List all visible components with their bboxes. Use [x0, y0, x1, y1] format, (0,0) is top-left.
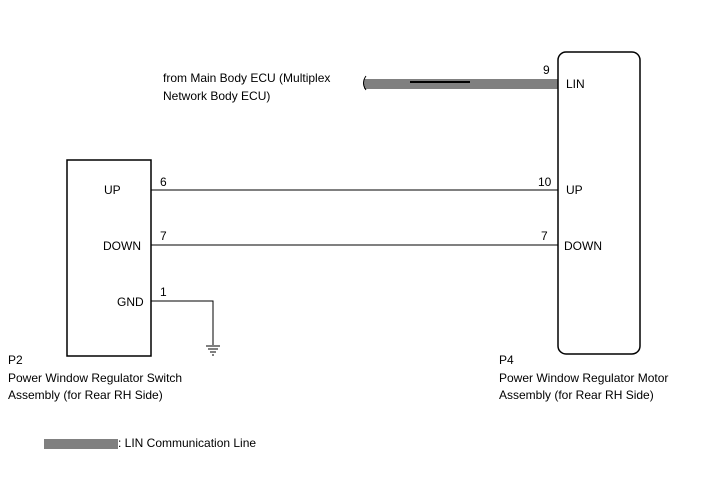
switch-assembly-name-line2: Assembly (for Rear RH Side)	[8, 388, 163, 402]
switch-assembly-name-line1: Power Window Regulator Switch	[8, 371, 182, 385]
switch-pin-gnd: 1	[160, 285, 167, 299]
motor-assembly-box	[557, 51, 641, 355]
motor-terminal-lin: LIN	[566, 77, 585, 91]
motor-pin-lin: 9	[543, 63, 550, 77]
lin-line-break-mark	[363, 75, 367, 91]
gnd-wire	[151, 300, 214, 345]
motor-assembly-name-line2: Assembly (for Rear RH Side)	[499, 388, 654, 402]
switch-assembly-code: P2	[8, 353, 23, 367]
switch-terminal-down: DOWN	[103, 239, 141, 253]
switch-terminal-up: UP	[104, 183, 121, 197]
switch-terminal-gnd: GND	[117, 295, 144, 309]
motor-assembly-name-line1: Power Window Regulator Motor	[499, 371, 668, 385]
lin-line	[363, 75, 558, 91]
source-label-line1: from Main Body ECU (Multiplex	[163, 71, 330, 85]
motor-terminal-up: UP	[566, 183, 583, 197]
motor-terminal-down: DOWN	[564, 239, 602, 253]
ground-icon	[206, 345, 220, 356]
switch-assembly-box	[66, 159, 152, 357]
switch-pin-down: 7	[160, 229, 167, 243]
switch-pin-up: 6	[160, 175, 167, 189]
legend-label: : LIN Communication Line	[118, 436, 256, 450]
lin-legend-symbol	[44, 439, 118, 449]
motor-assembly-code: P4	[499, 353, 514, 367]
source-label-line2: Network Body ECU)	[163, 89, 270, 103]
motor-pin-up: 10	[538, 175, 552, 189]
motor-pin-down: 7	[541, 229, 548, 243]
